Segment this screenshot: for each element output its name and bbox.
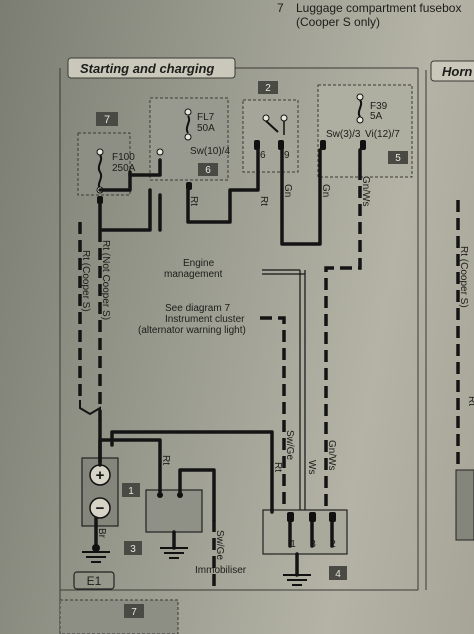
fuse-fl7-box-badge: [198, 163, 218, 176]
fuse-fl7: FL7 50A Sw(10)/4 6: [149, 97, 230, 181]
relay-pin-b: 9: [284, 150, 290, 161]
earth-e1-box: [73, 571, 115, 590]
label-gn-ws-top: Gn/Ws: [360, 176, 371, 207]
fuse-f100: 7 F100 250A: [77, 112, 136, 196]
bottom-box-number: 7: [131, 607, 137, 618]
lower-plugs: [92, 512, 336, 552]
relay-box-number: 2: [265, 83, 271, 94]
bottom-box-badge: [124, 604, 144, 618]
label-rt-not-cooper: Rt (Not Cooper S): [100, 240, 111, 320]
label-sw-ge-starter: Sw/Ge: [214, 530, 225, 560]
relay: 2 6 9: [242, 81, 299, 173]
next-section-title-box: [430, 60, 474, 82]
label-gn-relay: Gn: [282, 184, 293, 197]
note-instrument-cluster: Instrument cluster: [165, 314, 245, 325]
lower-wires: [94, 418, 334, 577]
fuse-f39-box-badge: [388, 151, 408, 164]
label-gn-ws-bottom: Gn/Ws: [326, 440, 337, 471]
alternator-pin-1: 1: [290, 539, 296, 550]
fuse-fl7-name: FL7: [197, 112, 215, 123]
battery: + − 1: [81, 457, 140, 527]
label-gn-f39: Gn: [320, 184, 331, 197]
legend-number: 7: [277, 1, 284, 15]
fuse-f39-pin-a: Sw(3)/3: [326, 129, 361, 140]
label-rt-alternator: Rt: [272, 462, 283, 472]
legend-subtext: (Cooper S only): [296, 15, 380, 29]
relay-box-badge: [258, 81, 278, 94]
fuse-f100-name: F100: [112, 152, 135, 163]
brace-join: [79, 400, 101, 420]
wire-sw-ge: [260, 316, 286, 512]
fuse-f39: F39 5A Sw(3)/3 Vi(12)/7 5: [317, 84, 413, 178]
battery-plus: +: [96, 467, 105, 484]
fuse-fl7-box-number: 6: [205, 165, 211, 176]
label-rt-fl7: Rt: [188, 196, 199, 206]
section-title: Starting and charging: [80, 61, 214, 76]
fuse-fl7-pin: Sw(10)/4: [190, 146, 230, 157]
starter-box-number: 3: [130, 544, 136, 555]
label-sw-ge: Sw/Ge: [284, 430, 295, 460]
fuse-f39-rating: 5A: [370, 111, 383, 122]
label-br: Br: [96, 528, 107, 539]
fuse-fl7-rating: 50A: [197, 123, 215, 134]
fuse-f100-rating: 250A: [112, 163, 136, 174]
fuse-f100-box-number: 7: [104, 114, 110, 126]
fuse-f39-pin-b: Vi(12)/7: [365, 129, 400, 140]
right-battery: [455, 469, 474, 541]
label-rt-cooper: Rt (Cooper S): [80, 250, 91, 312]
bottom-fusebox: [59, 599, 179, 634]
starter: 3: [124, 489, 203, 555]
battery-box-badge: [122, 483, 140, 497]
earth-e1-label: E1: [87, 574, 102, 588]
fuse-f39-name: F39: [370, 101, 388, 112]
label-ws: Ws: [306, 460, 317, 474]
connector-plugs: [97, 140, 366, 204]
next-section-title: Horn: [442, 64, 472, 79]
right-label-rt-cooper: Rt (Cooper S): [458, 246, 469, 308]
note-management: management: [164, 269, 223, 280]
note-immobiliser: Immobiliser: [195, 565, 247, 576]
wire-gn-ws: [324, 168, 362, 510]
alternator-box-number: 4: [335, 569, 341, 580]
label-rt-relay: Rt: [258, 196, 269, 206]
earth-symbols: [82, 547, 311, 586]
right-label-rt: Rt: [466, 396, 474, 406]
fuse-f100-box-badge: [96, 112, 118, 126]
label-rt-starter: Rt: [160, 455, 171, 465]
battery-box-number: 1: [128, 486, 134, 497]
note-see-diagram: See diagram 7: [165, 303, 230, 314]
alternator-box-badge: [329, 566, 347, 580]
legend-text: Luggage compartment fusebox: [296, 1, 461, 15]
battery-minus: −: [96, 500, 105, 517]
relay-pin-a: 6: [260, 150, 266, 161]
note-engine: Engine: [183, 258, 215, 269]
note-warning-light: (alternator warning light): [138, 325, 246, 336]
fuse-f39-box-number: 5: [395, 153, 401, 164]
starter-box-badge: [124, 541, 142, 555]
top-wires: [98, 148, 362, 246]
